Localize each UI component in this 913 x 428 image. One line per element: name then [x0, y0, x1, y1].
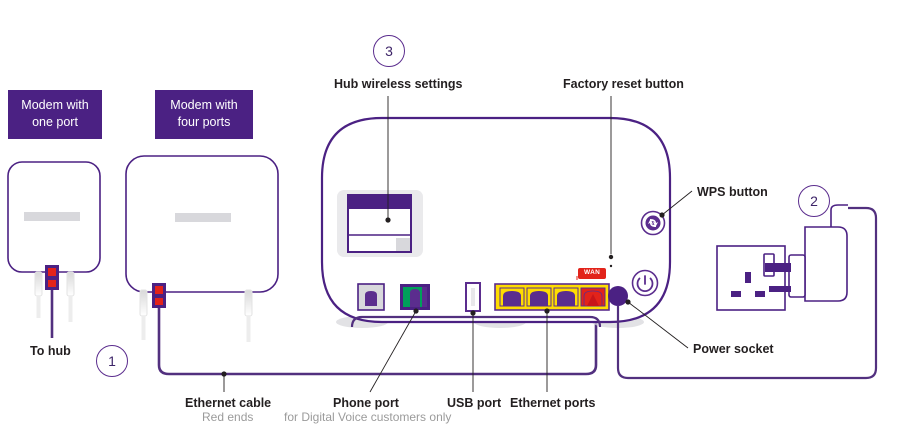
modem-four-ports-white-cable-left [139, 289, 148, 317]
step-marker-1: 1 [96, 345, 128, 377]
power-adapter-pin-top [765, 263, 791, 272]
wan-port-badge: WAN [578, 268, 607, 279]
label-usb-port: USB port [447, 396, 502, 410]
phone-port[interactable] [357, 283, 385, 311]
power-adapter-cable-entry [830, 204, 848, 227]
step-marker-2: 2 [798, 185, 830, 217]
power-icon-arc [636, 277, 654, 292]
badge-modem-four-ports-line2: four ports [177, 114, 231, 129]
badge-modem-one-port-line1: Modem with [21, 98, 89, 112]
leader-dots [221, 212, 665, 377]
ethernet-port-wan-plug [587, 294, 599, 306]
green-port-connector [410, 289, 420, 307]
badge-modem-one-port: Modem with one port [8, 90, 102, 139]
label-ethernet-ports: Ethernet ports [510, 396, 596, 410]
ethernet-cable-route [157, 308, 598, 376]
modem-four-ports-connector-tip-bottom [155, 298, 163, 305]
leader-dot-ethernet [544, 308, 550, 314]
step-marker-3: 3 [373, 35, 405, 67]
leader-power-socket [627, 301, 689, 349]
power-button-icon[interactable] [631, 269, 659, 297]
modem-four-ports-logo-bar [175, 213, 231, 222]
ethernet-port-3-jack [557, 291, 575, 306]
hub-base-ledge [350, 315, 602, 328]
leader-dot-power-socket [625, 299, 631, 305]
ethernet-port-2-jack [530, 291, 548, 306]
ethernet-ports-block[interactable] [494, 276, 610, 311]
ethernet-port-1-jack [503, 291, 521, 306]
label-phone-port-sub: for Digital Voice customers only [284, 410, 452, 424]
phone-port-jack [365, 291, 377, 306]
wps-button-icon[interactable] [640, 210, 666, 236]
modem-four-ports-connector-tip-top [155, 286, 163, 294]
factory-reset-pinhole[interactable] [608, 254, 614, 260]
modem-four-ports-white-cable-right [244, 289, 253, 317]
usb-port[interactable] [465, 282, 481, 312]
wps-icon-arrows-2 [648, 219, 656, 227]
power-adapter-pin-plate [788, 254, 806, 298]
usb-port-slot [471, 288, 475, 306]
label-factory-reset-button: Factory reset button [563, 77, 684, 91]
hub-wireless-settings-card[interactable] [337, 190, 423, 257]
green-port-connector-tab [422, 287, 427, 307]
modem-four-ports-body [125, 155, 279, 293]
label-ethernet-cable-sub: Red ends [202, 410, 254, 424]
badge-modem-four-ports: Modem with four ports [155, 90, 253, 139]
badge-modem-one-port-line2: one port [32, 114, 78, 129]
wall-socket-illustration [716, 245, 786, 311]
wireless-card-qr-block [396, 238, 410, 251]
label-phone-port: Phone port [333, 396, 399, 410]
modem-one-port-white-cable-left [34, 271, 43, 297]
leader-dot-wireless [385, 217, 391, 223]
power-adapter-illustration [765, 204, 848, 302]
wall-socket-earth-slot [745, 272, 751, 283]
leader-dot-cable [221, 371, 227, 377]
modem-one-port-white-cable-right [66, 271, 75, 297]
power-cable-route [616, 206, 878, 380]
modem-one-port-logo-bar [24, 212, 80, 221]
modem-one-port-illustration [7, 161, 101, 338]
label-hub-wireless-settings: Hub wireless settings [334, 77, 463, 91]
power-adapter-pin-bottom [769, 286, 791, 292]
green-broadband-port[interactable] [400, 284, 430, 310]
badge-modem-four-ports-line1: Modem with [170, 98, 238, 112]
label-ethernet-cable: Ethernet cable [185, 396, 272, 410]
wall-socket-live-slot [731, 291, 741, 297]
label-wps-button: WPS button [697, 185, 768, 199]
leader-lines [223, 96, 693, 393]
wps-icon-fill [645, 215, 661, 231]
wall-socket-neutral-slot [755, 291, 765, 297]
modem-one-port-connector-tip-bottom [48, 280, 56, 287]
power-adapter-body [804, 226, 848, 302]
leader-dot-phone [413, 308, 419, 314]
leader-dot-usb [470, 310, 476, 316]
leader-wps-button [661, 190, 693, 216]
label-to-hub: To hub [30, 344, 71, 358]
wireless-card-header-band [349, 196, 410, 209]
label-power-socket: Power socket [693, 342, 774, 356]
modem-one-port-connector-tip-top [48, 268, 56, 276]
hub-power-socket[interactable] [608, 286, 628, 306]
leader-dot-wps [659, 212, 665, 218]
modem-four-ports-illustration [125, 155, 279, 342]
factory-reset-pinhole-dot [609, 264, 613, 268]
leader-phone-port [369, 310, 417, 393]
